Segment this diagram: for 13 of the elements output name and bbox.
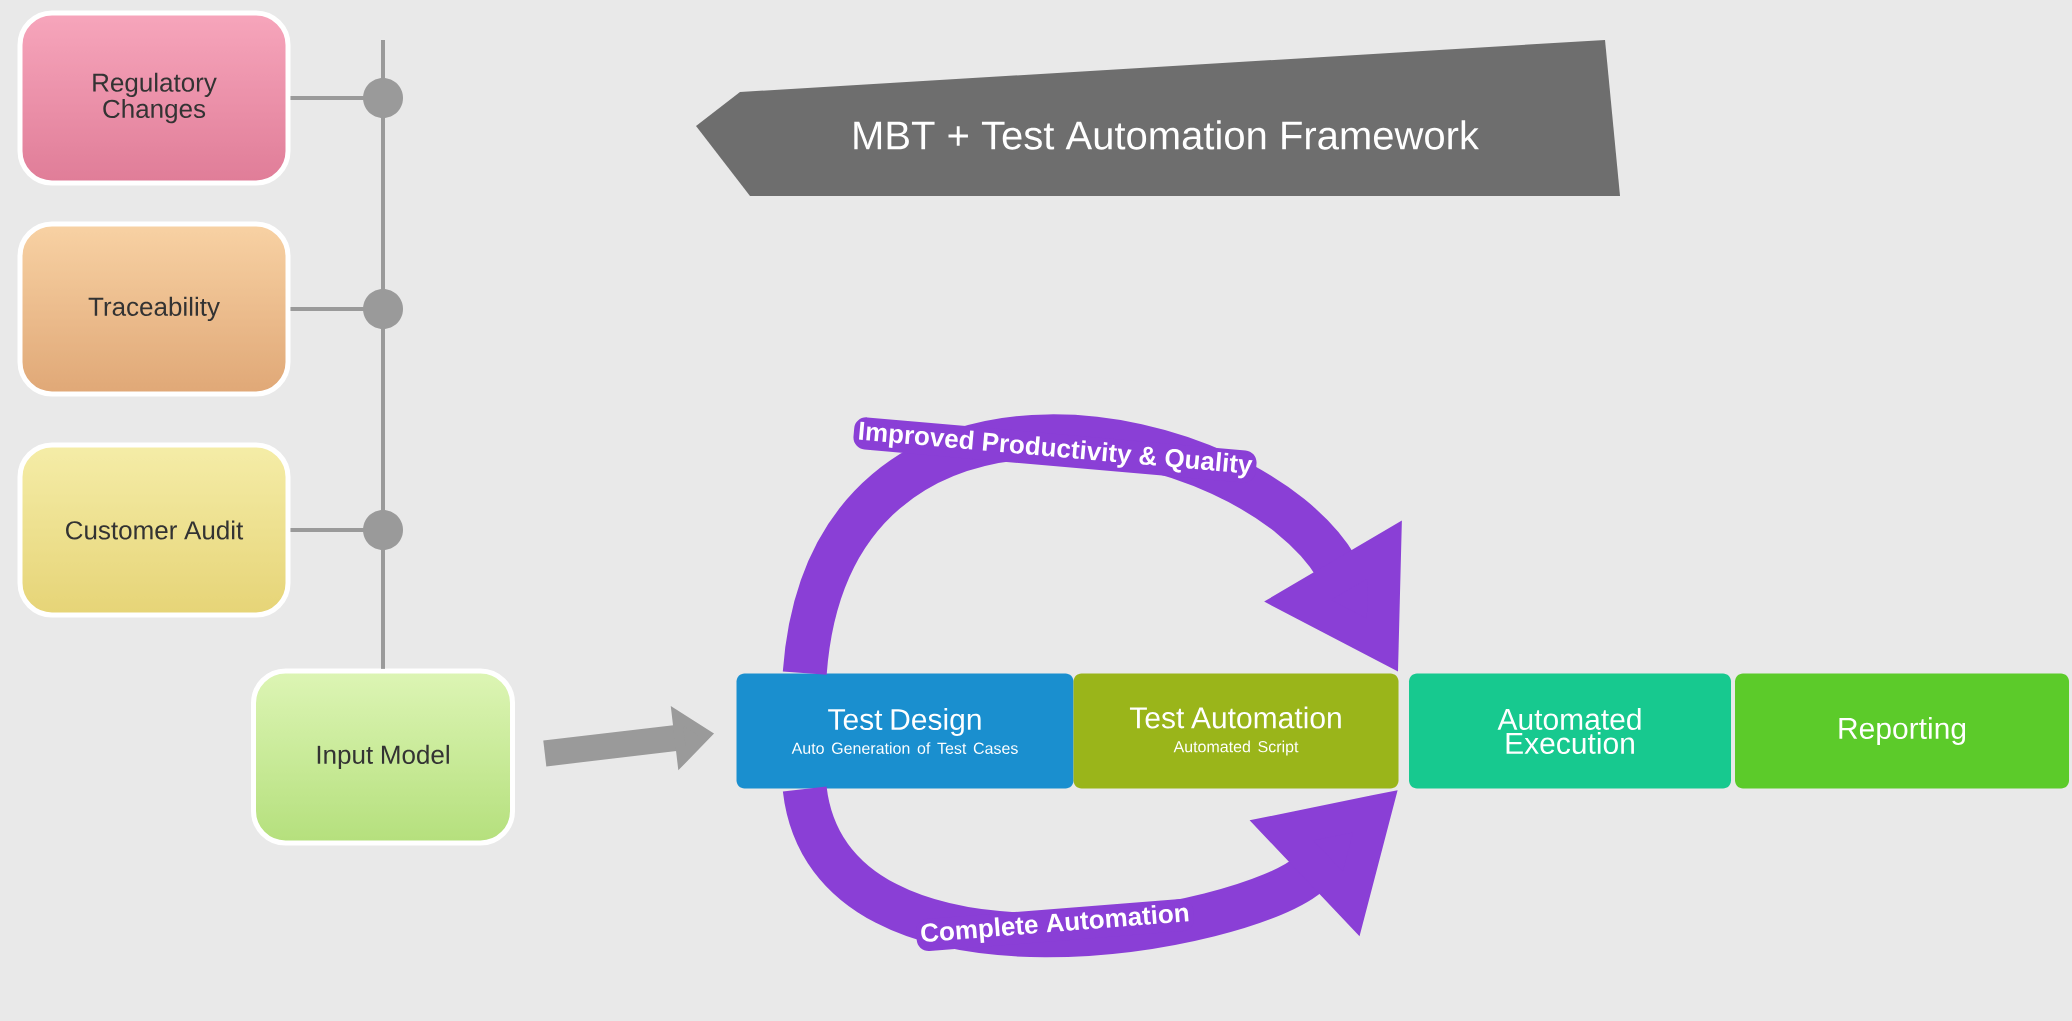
edge-label: Complete Automation	[916, 898, 1194, 952]
rounded-box: Regulatory Changes	[17, 10, 291, 186]
title-banner: MBT + Test Automation Framework	[696, 40, 1620, 196]
rounded-box: Input Model	[251, 668, 515, 846]
curved-arrow	[783, 414, 1402, 678]
process-box: Test Automation Automated Script	[1073, 673, 1399, 789]
rounded-box: Traceability	[17, 221, 291, 397]
process-box: Automated Execution	[1409, 673, 1731, 789]
edge-label: Improved Productivity & Quality	[853, 417, 1257, 483]
rounded-box: Customer Audit	[17, 442, 291, 618]
connector-line	[290, 528, 385, 669]
process-box: Test Design Auto Generation of Test Cases	[736, 673, 1074, 789]
process-box: Reporting	[1735, 673, 2069, 789]
